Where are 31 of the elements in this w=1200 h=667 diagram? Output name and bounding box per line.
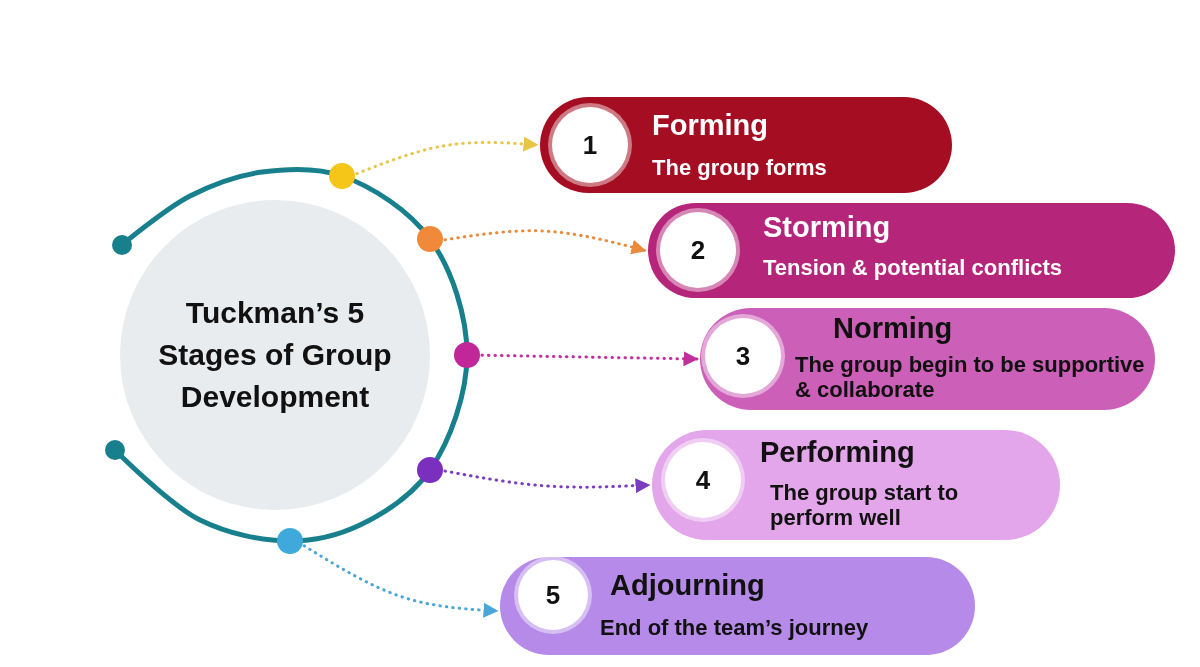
dotted-arrow bbox=[443, 229, 647, 255]
stage-description: The group start to perform well bbox=[770, 480, 960, 531]
number-circle bbox=[705, 318, 781, 394]
step-number: 5 bbox=[545, 579, 561, 611]
number-circle bbox=[552, 107, 628, 183]
dotted-arrow bbox=[355, 136, 539, 176]
step-number: 4 bbox=[695, 464, 711, 496]
stage-description: End of the team’s journey bbox=[600, 615, 870, 641]
dot-marker bbox=[329, 163, 355, 189]
stage-description: Tension & potential conflicts bbox=[763, 255, 1064, 281]
dotted-arrow bbox=[302, 544, 499, 618]
stage-title: Adjourning bbox=[610, 569, 766, 603]
stage-description: The group forms bbox=[652, 155, 828, 181]
dot-marker bbox=[417, 226, 443, 252]
dot-marker bbox=[417, 457, 443, 483]
dot-marker bbox=[454, 342, 480, 368]
stage-title: Forming bbox=[652, 109, 769, 143]
number-circle bbox=[518, 560, 588, 630]
number-circle bbox=[665, 442, 741, 518]
step-number: 3 bbox=[735, 340, 751, 372]
number-circle bbox=[660, 212, 736, 288]
stage-title: Performing bbox=[760, 436, 916, 470]
step-number: 2 bbox=[690, 234, 706, 266]
dot-marker bbox=[277, 528, 303, 554]
step-number: 1 bbox=[582, 129, 598, 161]
dotted-arrow bbox=[443, 469, 651, 494]
stage-title: Storming bbox=[763, 211, 892, 245]
dotted-arrow bbox=[480, 351, 699, 367]
stage-title: Norming bbox=[833, 312, 954, 346]
stage-description: The group begin to be supportive & collaborate bbox=[795, 352, 1145, 403]
title-text: Tuckman’s 5 Stages of Group Development bbox=[157, 295, 393, 415]
